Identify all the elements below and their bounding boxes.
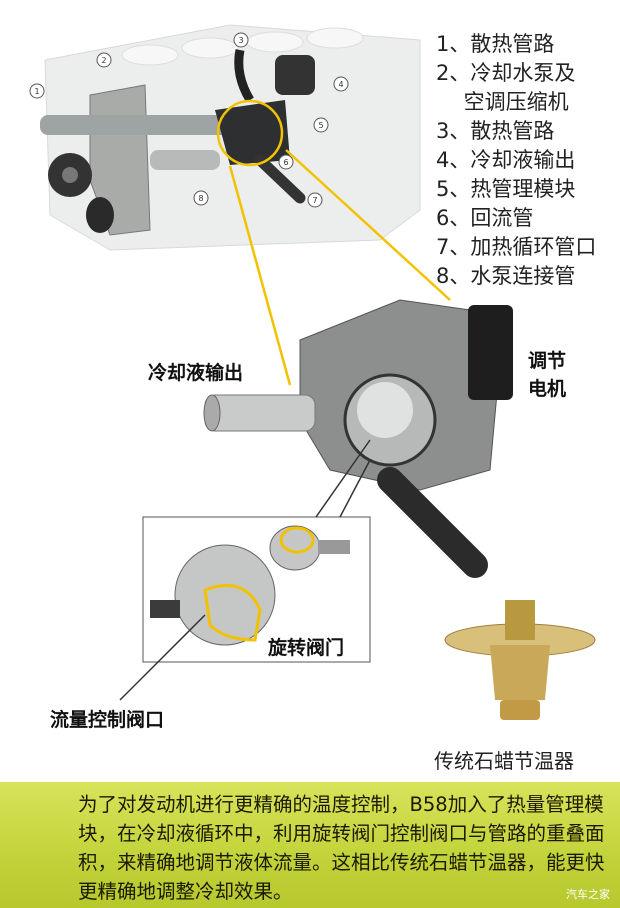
legend-item: 6、回流管 bbox=[436, 206, 534, 230]
highlight-magnifier bbox=[216, 99, 451, 386]
control-motor-label: 调节 电机 bbox=[528, 347, 566, 403]
callouts: 1 2 3 4 5 6 7 8 bbox=[29, 32, 349, 208]
wax-thermostat-label: 传统石蜡节温器 bbox=[434, 749, 574, 773]
callout-5: 5 bbox=[318, 121, 323, 130]
wax-thermostat-image bbox=[444, 600, 596, 720]
watermark: 汽车之家 bbox=[566, 888, 610, 901]
flow-port-label: 流量控制阀口 bbox=[50, 709, 165, 731]
callout-2: 2 bbox=[101, 56, 106, 65]
callout-6: 6 bbox=[283, 158, 288, 167]
coolant-outlet-label: 冷却液输出 bbox=[148, 362, 244, 384]
legend-item: 空调压缩机 bbox=[436, 90, 569, 114]
callout-7: 7 bbox=[312, 196, 317, 205]
legend-item: 3、散热管路 bbox=[436, 119, 555, 143]
summary-banner bbox=[0, 782, 620, 908]
engine-block bbox=[40, 24, 421, 251]
component-legend: 1、散热管路 2、冷却水泵及 空调压缩机 3、散热管路 4、冷却液输出 5、热管… bbox=[436, 30, 596, 291]
motor-label-line: 调节 bbox=[528, 350, 567, 372]
legend-item: 7、加热循环管口 bbox=[436, 235, 597, 259]
summary-text: 为了对发动机进行更精确的温度控制，B58加入了热量管理模块，在冷却液循环中，利用… bbox=[78, 793, 605, 903]
callout-3: 3 bbox=[238, 36, 243, 45]
legend-item: 5、热管理模块 bbox=[436, 177, 576, 201]
legend-item: 2、冷却水泵及 bbox=[436, 61, 576, 85]
legend-item: 4、冷却液输出 bbox=[436, 148, 576, 172]
rotary-valve-label: 旋转阀门 bbox=[268, 637, 345, 659]
callout-1: 1 bbox=[34, 87, 39, 96]
rotary-valve-inset bbox=[119, 439, 371, 701]
motor-label-line: 电机 bbox=[528, 378, 567, 400]
callout-8: 8 bbox=[198, 194, 203, 203]
callout-4: 4 bbox=[338, 80, 343, 89]
legend-item: 8、水泵连接管 bbox=[436, 264, 576, 288]
legend-item: 1、散热管路 bbox=[436, 32, 555, 56]
